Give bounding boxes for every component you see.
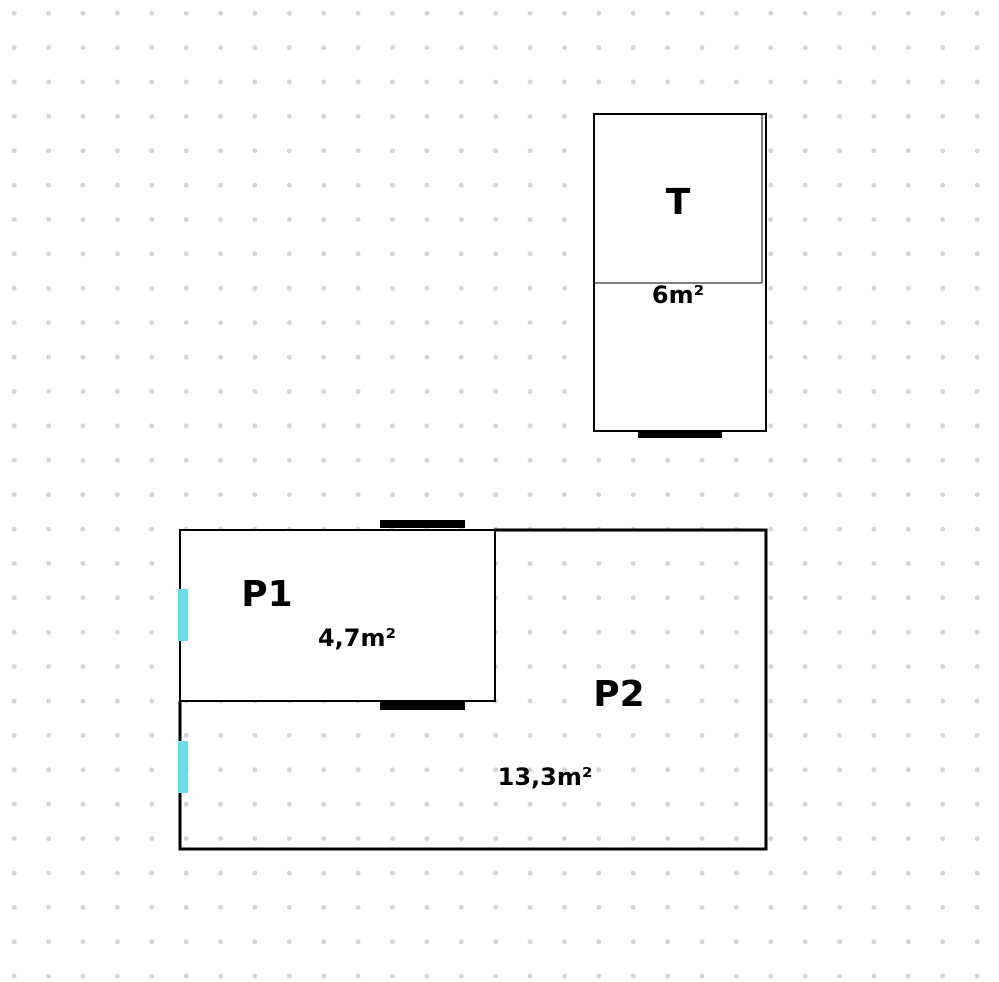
room-t-area: 6m²: [652, 281, 704, 309]
room-t-door: [638, 430, 722, 438]
room-p1-outline: [179, 529, 496, 702]
room-p2-area: 13,3m²: [498, 763, 593, 791]
apartment-block: P1 4,7m² P2 13,3m²: [178, 520, 768, 851]
room-p2-outline: [178, 528, 768, 851]
room-p2-name: P2: [593, 674, 644, 715]
room-t: T 6m²: [593, 113, 767, 438]
room-p2-window: [178, 741, 188, 793]
room-t-outline: [593, 113, 767, 432]
room-p1-window: [178, 589, 188, 641]
room-p1-name: P1: [241, 574, 292, 615]
room-t-name: T: [666, 182, 691, 223]
room-p1-area: 4,7m²: [318, 624, 396, 652]
room-p1-entry-door: [380, 520, 465, 528]
room-p1-p2-door: [380, 702, 465, 710]
